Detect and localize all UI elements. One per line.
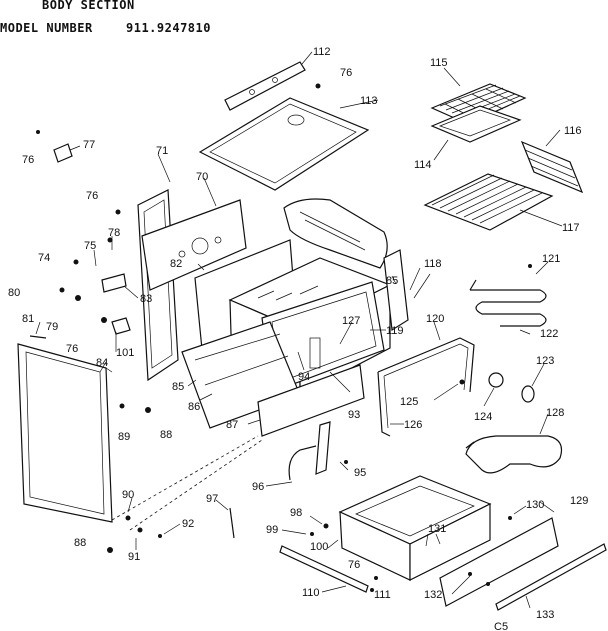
label-132: 132 <box>424 589 442 601</box>
label-76: 76 <box>22 154 34 166</box>
part-labels: 112 76 113 115 116 114 117 76 77 71 70 7… <box>8 46 588 631</box>
label-84: 84 <box>96 357 108 369</box>
label-88: 88 <box>160 429 172 441</box>
label-85: 85 <box>386 275 398 287</box>
label-76: 76 <box>86 190 98 202</box>
label-122: 122 <box>540 328 558 340</box>
label-93: 93 <box>348 409 360 421</box>
part-112-bracket <box>224 61 306 111</box>
part-110-slide-rail <box>279 545 369 593</box>
label-94: 94 <box>298 371 310 383</box>
part-95-latch <box>315 421 331 475</box>
label-77: 77 <box>83 139 95 151</box>
part-96-hook <box>288 445 317 481</box>
label-92: 92 <box>182 518 194 530</box>
label-126: 126 <box>404 419 422 431</box>
part-101-hinge <box>111 317 131 335</box>
label-130: 130 <box>526 499 544 511</box>
label-133: 133 <box>536 609 554 621</box>
label-100: 100 <box>310 541 328 553</box>
label-129: 129 <box>570 495 588 507</box>
label-75: 75 <box>84 240 96 252</box>
label-115: 115 <box>430 57 448 69</box>
label-97: 97 <box>206 493 218 505</box>
part-133-kick-rail <box>495 543 607 611</box>
label-79: 79 <box>46 321 58 333</box>
label-110: 110 <box>302 587 320 599</box>
part-124-socket <box>488 372 504 388</box>
label-98: 98 <box>290 507 302 519</box>
label-86: 86 <box>188 401 200 413</box>
label-87: 87 <box>226 419 238 431</box>
label-76: 76 <box>340 67 352 79</box>
label-96: 96 <box>252 481 264 493</box>
part-123-lamp <box>521 385 535 403</box>
part-77-clip <box>53 143 73 163</box>
label-80: 80 <box>8 287 20 299</box>
label-78: 78 <box>108 227 120 239</box>
label-120: 120 <box>426 313 444 325</box>
label-114: 114 <box>414 159 432 171</box>
part-122-bake-element <box>469 279 547 327</box>
label-91: 91 <box>128 551 140 563</box>
label-113: 113 <box>360 95 378 107</box>
part-100-drawer <box>338 475 492 581</box>
label-123: 123 <box>536 355 554 367</box>
part-85-side-panel <box>383 249 409 332</box>
vent-duct <box>283 198 388 269</box>
label-82: 82 <box>170 258 182 270</box>
part-113-top-panel <box>198 97 370 191</box>
label-121: 121 <box>542 253 560 265</box>
section-title: BODY SECTION <box>42 0 135 12</box>
label-127: 127 <box>342 315 360 327</box>
leader-lines <box>35 51 563 609</box>
part-70-front-frame <box>141 199 247 291</box>
label-128: 128 <box>546 407 564 419</box>
part-128-broil-element <box>465 435 563 474</box>
label-118: 118 <box>424 258 442 270</box>
part-81-rod <box>29 335 47 339</box>
label-95: 95 <box>354 467 366 479</box>
label-124: 124 <box>474 411 492 423</box>
label-90: 90 <box>122 489 134 501</box>
label-99: 99 <box>266 524 278 536</box>
label-88: 88 <box>74 537 86 549</box>
label-131: 131 <box>428 523 446 535</box>
part-84-oven-door <box>17 343 113 523</box>
model-number-value: 911.9247810 <box>126 21 211 35</box>
label-116: 116 <box>564 125 582 137</box>
label-112: 112 <box>313 46 331 58</box>
label-117: 117 <box>562 222 580 234</box>
label-74: 74 <box>38 252 50 264</box>
model-number-label: MODEL NUMBER <box>0 21 93 35</box>
label-119: 119 <box>386 325 404 337</box>
label-111: 111 <box>374 589 391 601</box>
label-81: 81 <box>22 313 34 325</box>
part-97-spring <box>229 507 235 539</box>
label-76: 76 <box>348 559 360 571</box>
part-120-door-gasket <box>377 337 475 437</box>
diagram-code: C5 <box>494 621 508 631</box>
label-71: 71 <box>156 145 168 157</box>
label-125: 125 <box>400 396 418 408</box>
label-83: 83 <box>140 293 152 305</box>
guide-lines <box>111 435 263 531</box>
label-101: 101 <box>116 347 134 359</box>
part-114-broiler-pan <box>430 105 522 143</box>
part-129-drawer-front <box>439 517 559 607</box>
label-76: 76 <box>66 343 78 355</box>
screws <box>36 83 532 592</box>
label-89: 89 <box>118 431 130 443</box>
part-87-bottom-frame <box>257 364 365 437</box>
part-117-oven-rack <box>423 173 554 231</box>
part-83-bracket <box>101 273 127 293</box>
label-70: 70 <box>196 171 208 183</box>
part-116-side-rail <box>520 140 584 194</box>
label-85: 85 <box>172 381 184 393</box>
